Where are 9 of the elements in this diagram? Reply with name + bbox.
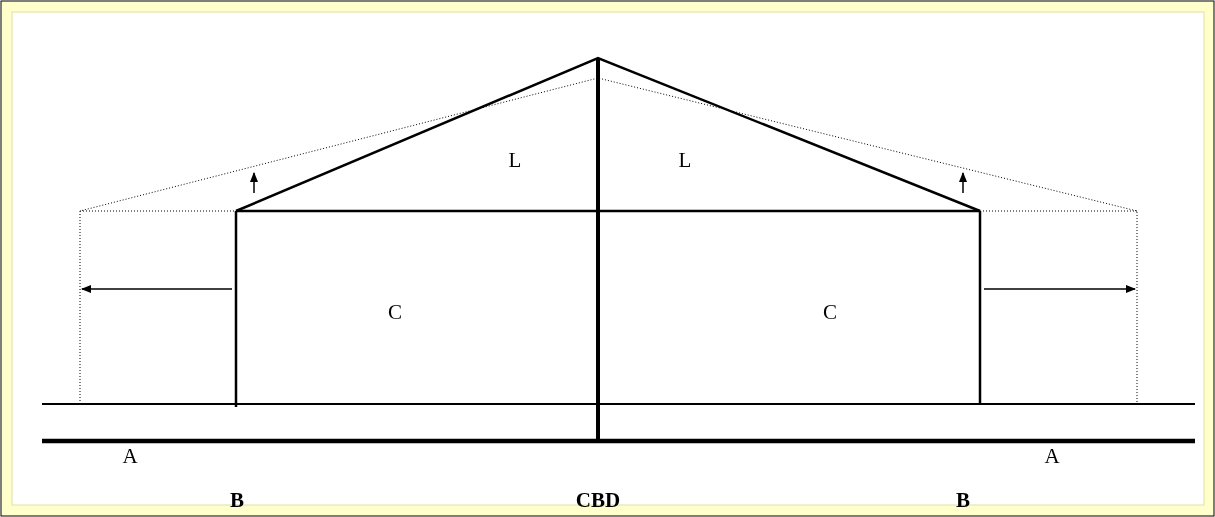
zone-label: A	[1044, 444, 1060, 468]
location-label: CBD	[575, 488, 621, 512]
zone-label: C	[388, 300, 402, 324]
zone-label: A	[122, 444, 138, 468]
zone-label: C	[823, 300, 837, 324]
zone-label: L	[508, 148, 522, 172]
location-label: B	[956, 488, 970, 512]
zone-label: L	[678, 148, 692, 172]
location-label: B	[230, 488, 244, 512]
